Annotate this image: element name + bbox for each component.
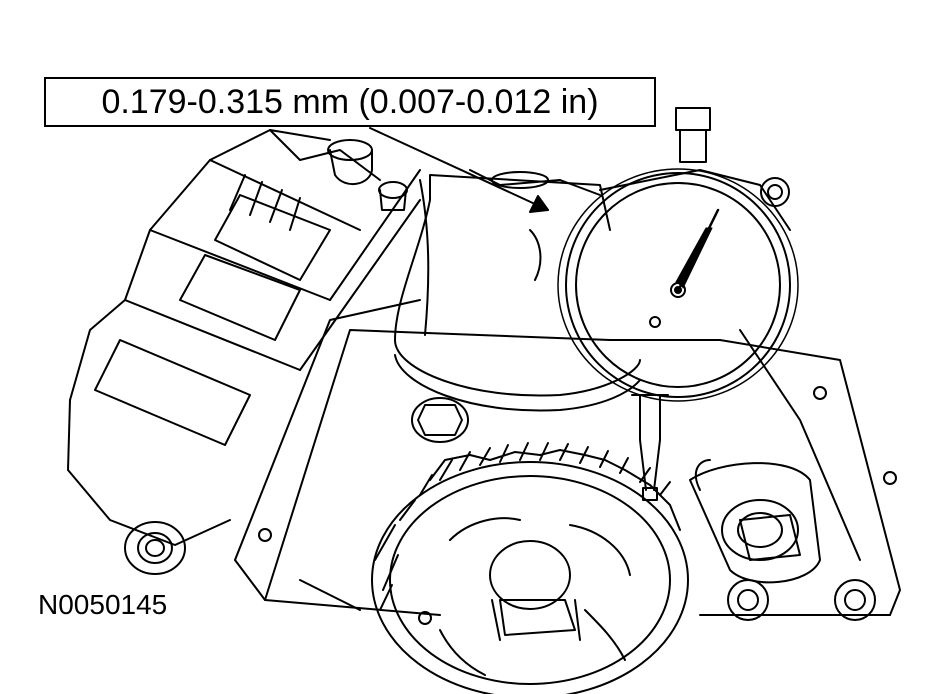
gear-icon <box>371 442 689 694</box>
dial-indicator-icon <box>557 107 799 501</box>
sensor-plug <box>327 139 408 211</box>
figure-id-label: N0050145 <box>38 589 168 620</box>
pump-housing <box>394 169 641 412</box>
tensioner-assembly <box>689 459 876 621</box>
engine-block-left <box>67 129 421 546</box>
backlash-spec-text: 0.179-0.315 mm (0.007-0.012 in) <box>101 82 599 121</box>
front-cover-frame <box>234 299 901 625</box>
leader-arrow <box>369 127 549 213</box>
port-fitting <box>124 521 186 575</box>
central-bolt <box>411 397 469 443</box>
backlash-spec-callout: 0.179-0.315 mm (0.007-0.012 in) <box>44 77 656 127</box>
